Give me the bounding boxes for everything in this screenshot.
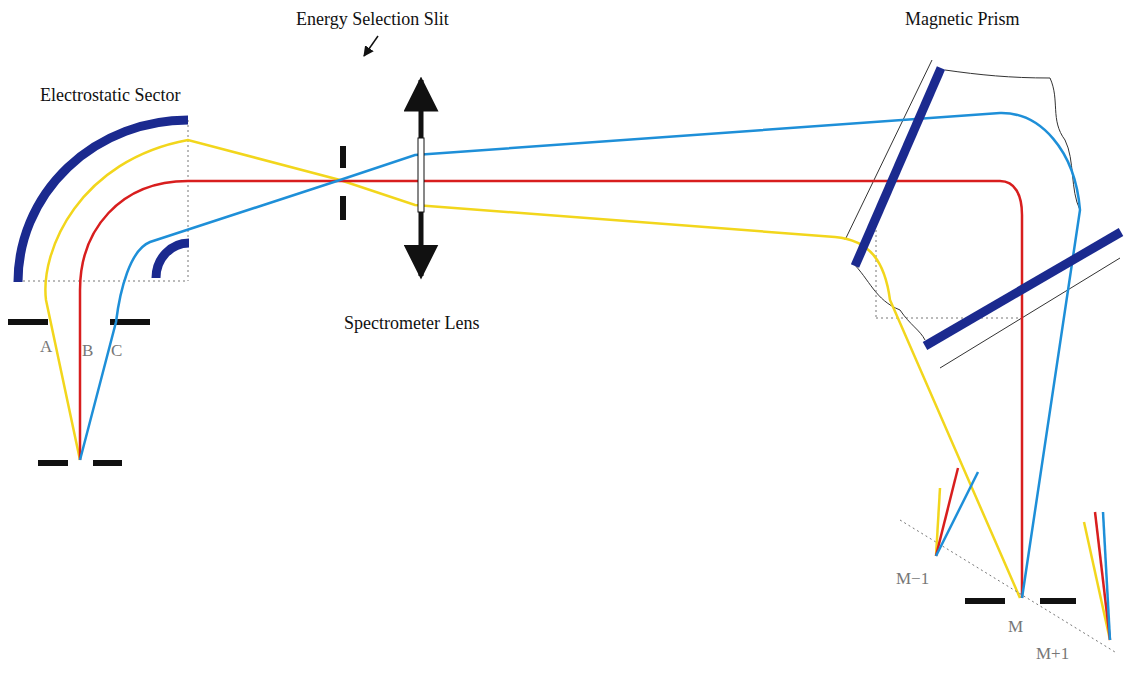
ray-blue [1103,512,1110,640]
part-label: Energy Selection Slit [296,10,449,30]
image-plane [900,520,1115,652]
ray-red [1095,512,1110,640]
slit-label: B [82,342,93,361]
prism-pole [855,68,941,266]
part-label: Spectrometer Lens [344,314,479,334]
image-label: M [1008,618,1023,637]
prism-pole [925,232,1121,346]
sector-inner-electrode [156,243,189,278]
ray-red [936,468,958,556]
slit-jaw [340,196,346,220]
part-label: Magnetic Prism [905,10,1020,30]
slit-label: C [111,342,122,361]
sector-outer-electrode [18,120,188,282]
lens-symbol [419,80,424,276]
ray-blue [80,113,1080,598]
ray-yellow [45,140,1020,598]
prism-outline [852,262,925,340]
exit-slit [1040,598,1076,604]
source-plate [93,460,122,466]
guide-line [188,120,189,281]
guide-line [876,215,877,318]
guide-line [18,281,188,282]
prism-outline [940,258,1120,368]
slit-jaw [340,146,346,168]
ray-blue [936,472,978,556]
leader-arrow [364,36,378,56]
part-label: Electrostatic Sector [40,86,180,106]
image-label: M+1 [1036,645,1069,664]
slit-label: A [40,338,52,357]
ray-red [80,181,1022,598]
exit-slit [965,598,1005,604]
prism-outline [945,70,1080,210]
prism-outline [845,60,932,240]
lens-symbol [418,138,424,212]
source-plate [38,460,68,466]
image-label: M−1 [896,570,929,589]
aperture-plate [8,319,48,325]
